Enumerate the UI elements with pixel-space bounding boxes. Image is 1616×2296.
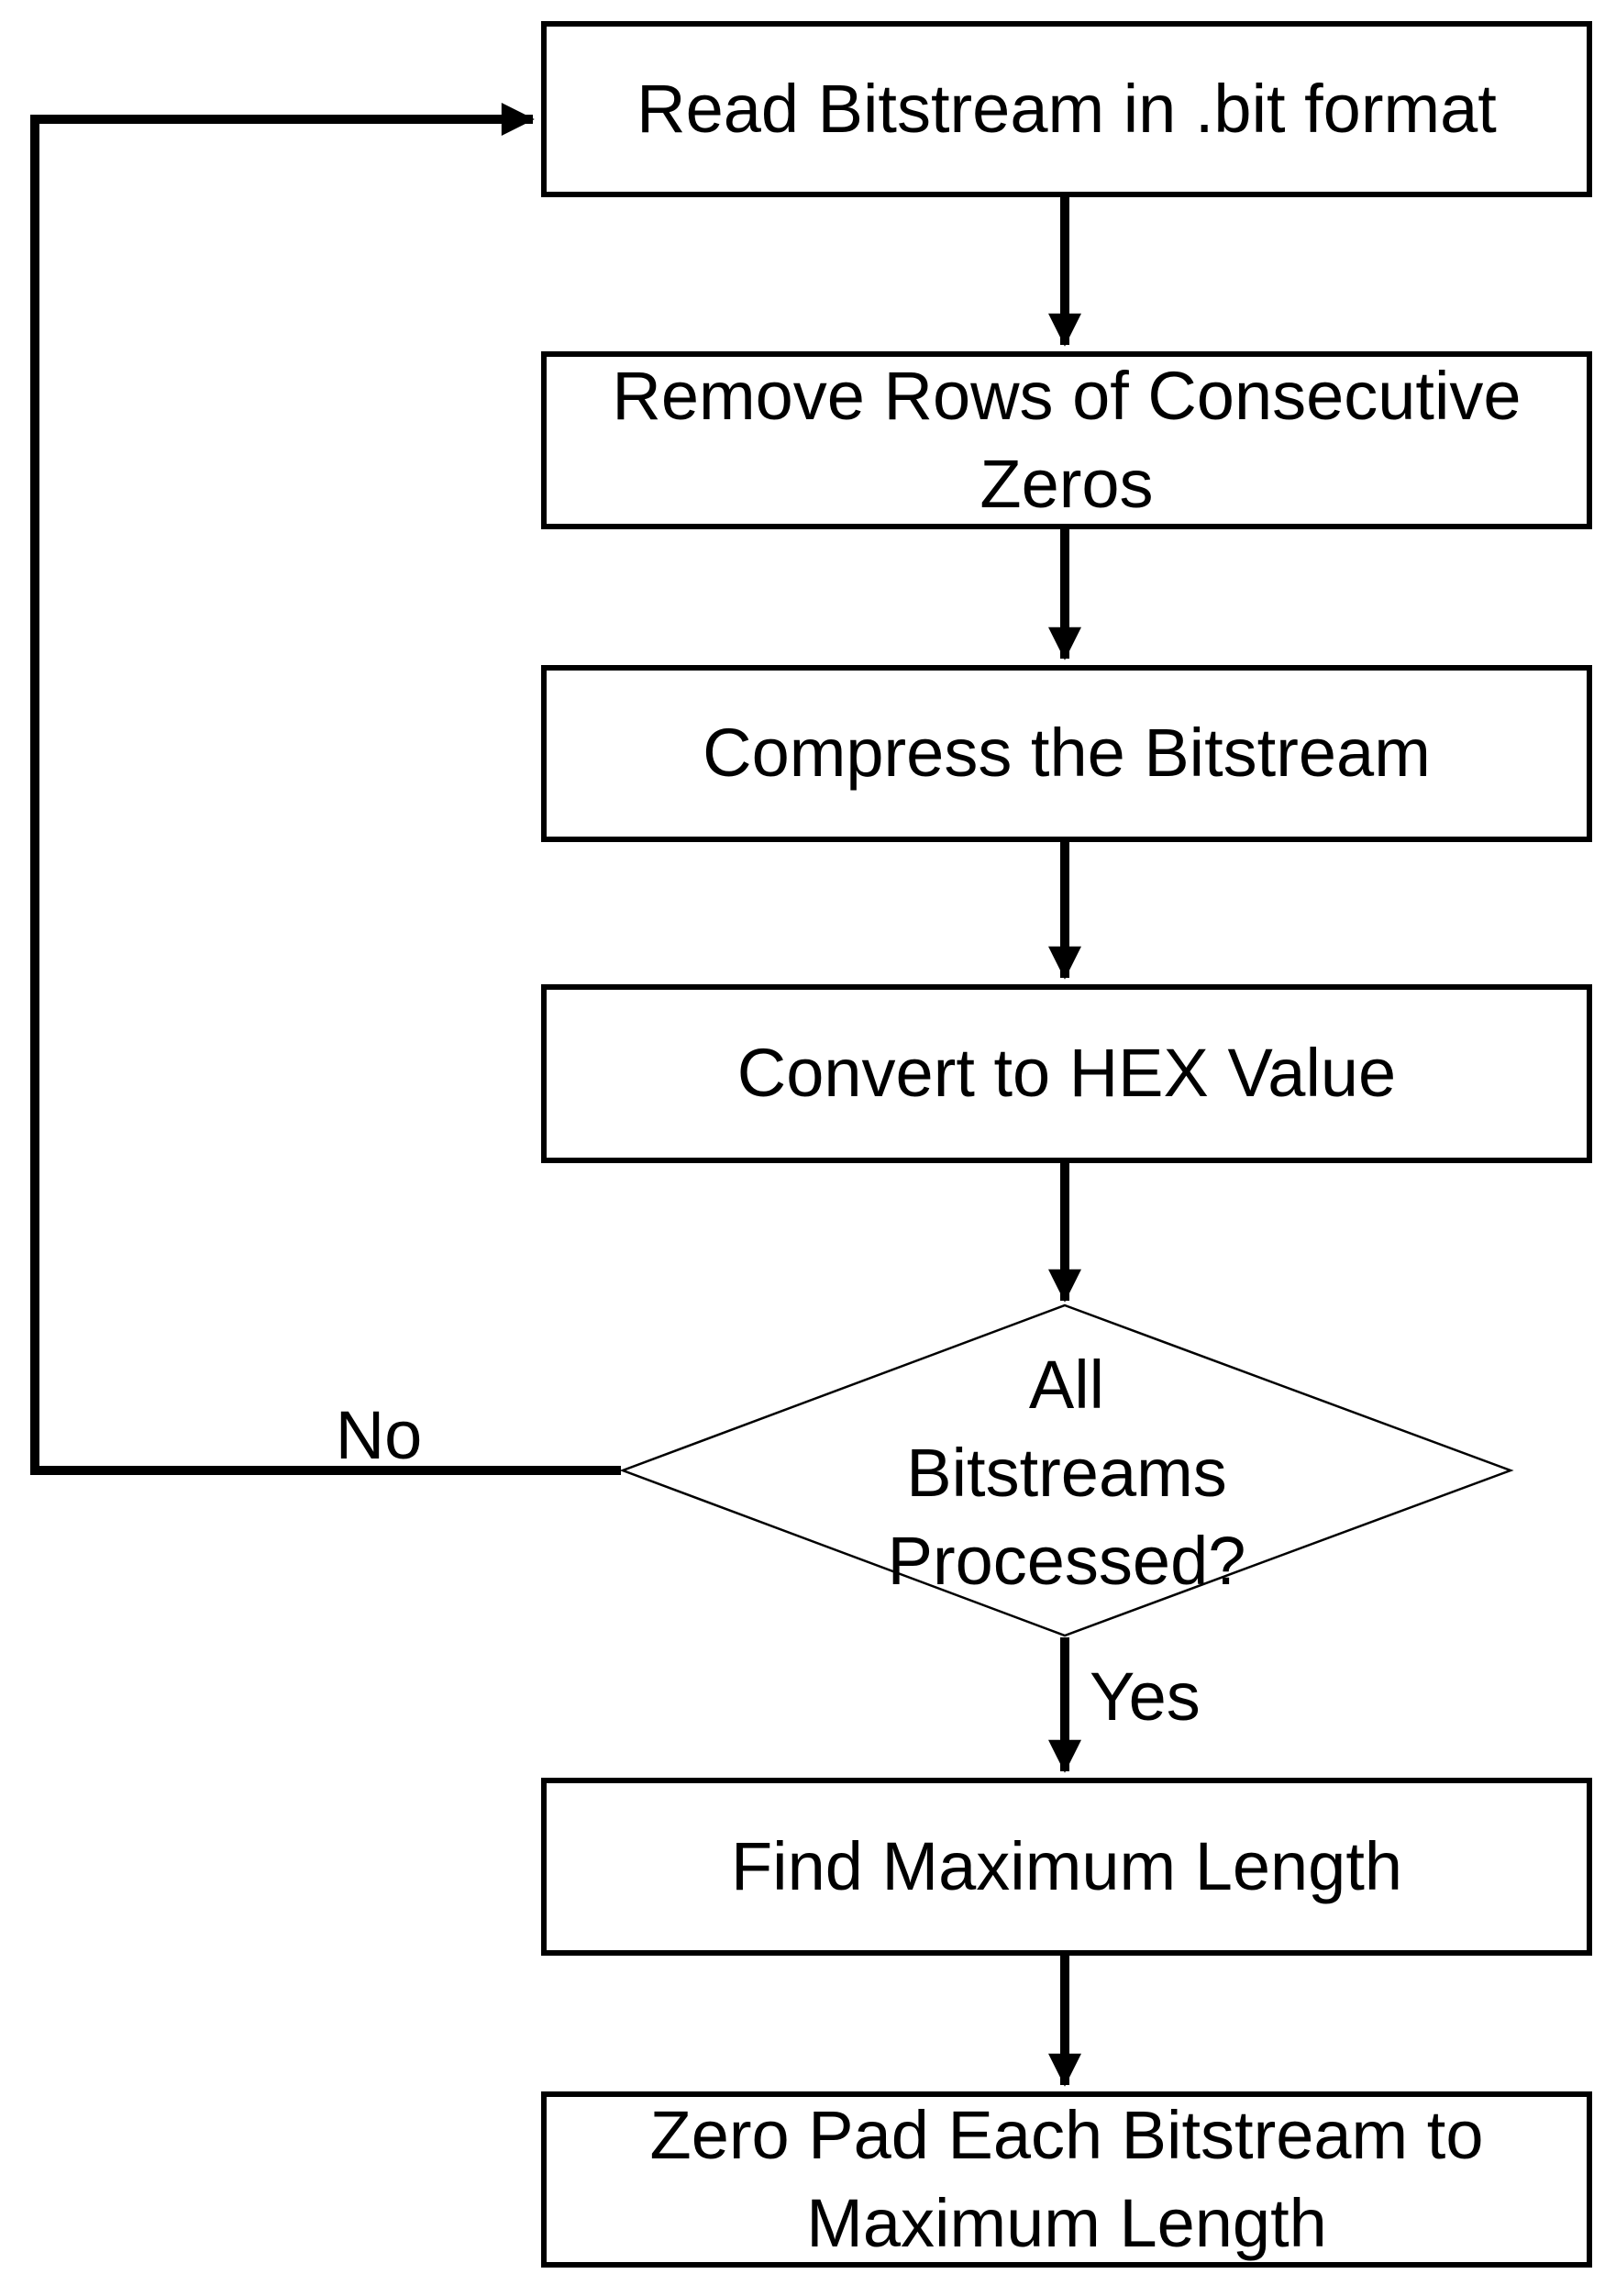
edge-decision-to-read-no-loop <box>30 103 621 1475</box>
node-remove-zeros: Remove Rows of Consecutive Zeros <box>541 351 1592 529</box>
node-zero-pad-label: Zero Pad Each Bitstream to Maximum Lengt… <box>649 2096 1484 2261</box>
edge-label-no: No <box>335 1397 423 1473</box>
node-compress-bitstream-label: Compress the Bitstream <box>703 715 1431 792</box>
node-all-processed-label: All Bitstreams Processed? <box>887 1347 1246 1599</box>
node-find-maximum-length-label: Find Maximum Length <box>730 1827 1403 1904</box>
node-read-bitstream: Read Bitstream in .bit format <box>541 21 1592 197</box>
node-remove-zeros-label: Remove Rows of Consecutive Zeros <box>612 357 1522 522</box>
edge-label-yes: Yes <box>1090 1658 1201 1735</box>
node-find-maximum-length: Find Maximum Length <box>541 1778 1592 1956</box>
node-compress-bitstream: Compress the Bitstream <box>541 665 1592 842</box>
node-zero-pad: Zero Pad Each Bitstream to Maximum Lengt… <box>541 2091 1592 2268</box>
node-convert-hex-label: Convert to HEX Value <box>736 1035 1397 1112</box>
node-convert-hex: Convert to HEX Value <box>541 984 1592 1163</box>
decision-diamond-shape <box>619 1303 1514 1637</box>
node-read-bitstream-label: Read Bitstream in .bit format <box>636 70 1497 147</box>
